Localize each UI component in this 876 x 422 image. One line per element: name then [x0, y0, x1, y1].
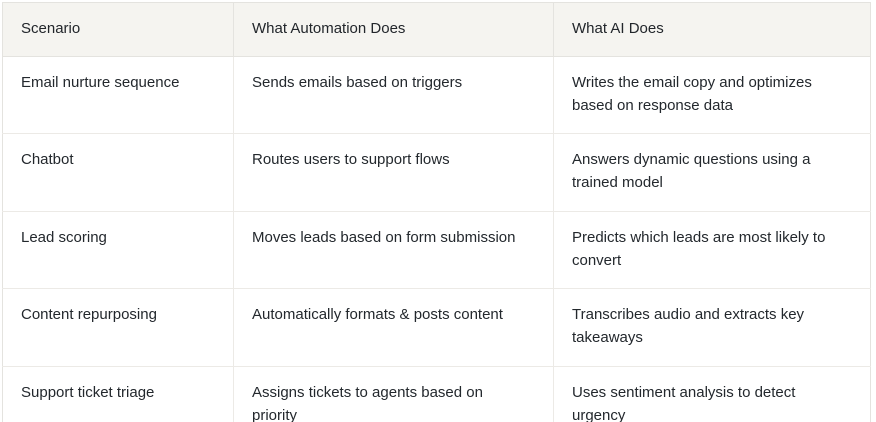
table-row: Content repurposing Automatically format…	[2, 288, 871, 367]
table-row: Chatbot Routes users to support flows An…	[2, 133, 871, 212]
cell-ai: Writes the email copy and optimizes base…	[553, 56, 871, 134]
table-row: Email nurture sequence Sends emails base…	[2, 56, 871, 134]
cell-scenario: Lead scoring	[2, 211, 234, 289]
column-header-scenario: Scenario	[2, 2, 234, 57]
column-header-automation: What Automation Does	[233, 2, 554, 57]
table-row: Lead scoring Moves leads based on form s…	[2, 211, 871, 289]
cell-automation: Automatically formats & posts content	[233, 288, 554, 367]
table-row: Support ticket triage Assigns tickets to…	[2, 366, 871, 422]
cell-automation: Moves leads based on form submission	[233, 211, 554, 289]
cell-scenario: Email nurture sequence	[2, 56, 234, 134]
cell-ai: Predicts which leads are most likely to …	[553, 211, 871, 289]
cell-scenario: Support ticket triage	[2, 366, 234, 422]
cell-ai: Transcribes audio and extracts key takea…	[553, 288, 871, 367]
cell-scenario: Content repurposing	[2, 288, 234, 367]
table-header-row: Scenario What Automation Does What AI Do…	[2, 2, 871, 57]
cell-automation: Assigns tickets to agents based on prior…	[233, 366, 554, 422]
cell-ai: Uses sentiment analysis to detect urgenc…	[572, 383, 796, 422]
cell-scenario: Chatbot	[2, 133, 234, 212]
table-header: Scenario What Automation Does What AI Do…	[2, 2, 871, 57]
cell-automation: Sends emails based on triggers	[233, 56, 554, 134]
table-body: Email nurture sequence Sends emails base…	[2, 56, 871, 422]
cell-automation: Routes users to support flows	[233, 133, 554, 212]
cell-ai: Answers dynamic questions using a traine…	[553, 133, 871, 212]
column-header-ai: What AI Does	[553, 2, 871, 57]
